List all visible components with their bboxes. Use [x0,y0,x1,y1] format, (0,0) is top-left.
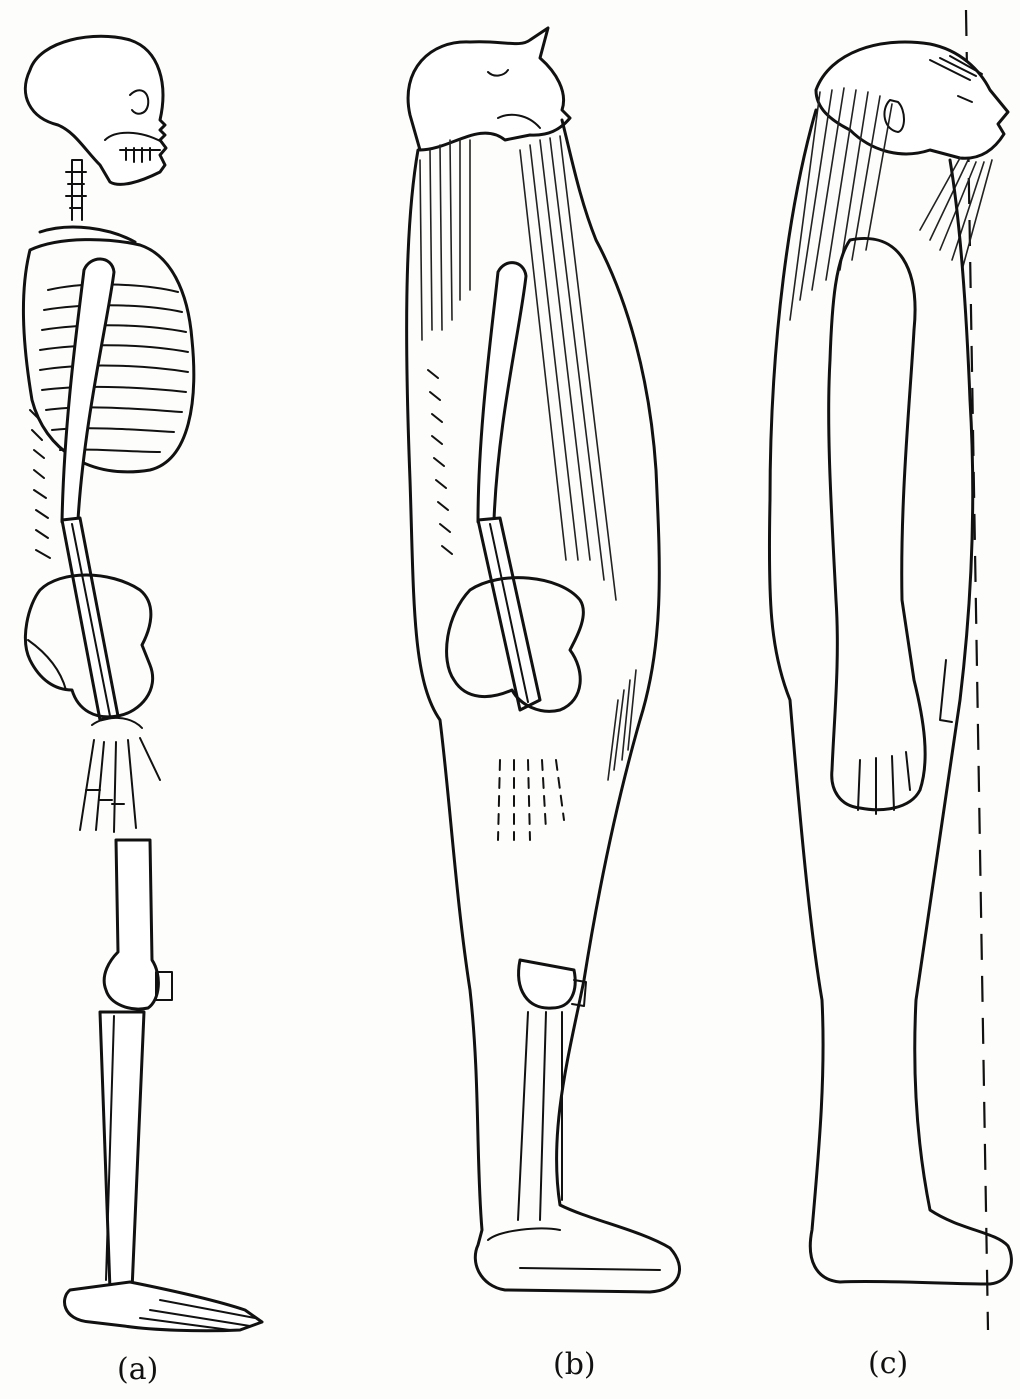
head-c [816,42,1008,158]
radius-line [72,524,110,716]
body-outline-c [769,110,1011,1284]
panel-label-c: (c) [868,1346,908,1381]
upper-arm-b [478,263,526,522]
panel-c-body [769,10,1011,1330]
panel-b-muscles [407,28,680,1292]
panel-label-b: (b) [553,1347,596,1382]
calf-hatch [608,670,636,780]
foot-b [488,1228,660,1270]
buttock-line-c [940,660,952,722]
cervical-spine [66,160,86,220]
humerus [62,259,114,522]
hand-bones [80,718,160,832]
thigh-muscle-lines [498,760,564,840]
panel-a-skeleton [23,36,262,1331]
shin-b [518,1012,562,1220]
spine-b [428,370,452,554]
head-b [408,28,570,150]
panel-label-a: (a) [117,1352,158,1387]
ribs [40,284,188,452]
knee-b [519,960,576,1008]
arm-c [829,238,925,809]
femur [104,840,158,1009]
